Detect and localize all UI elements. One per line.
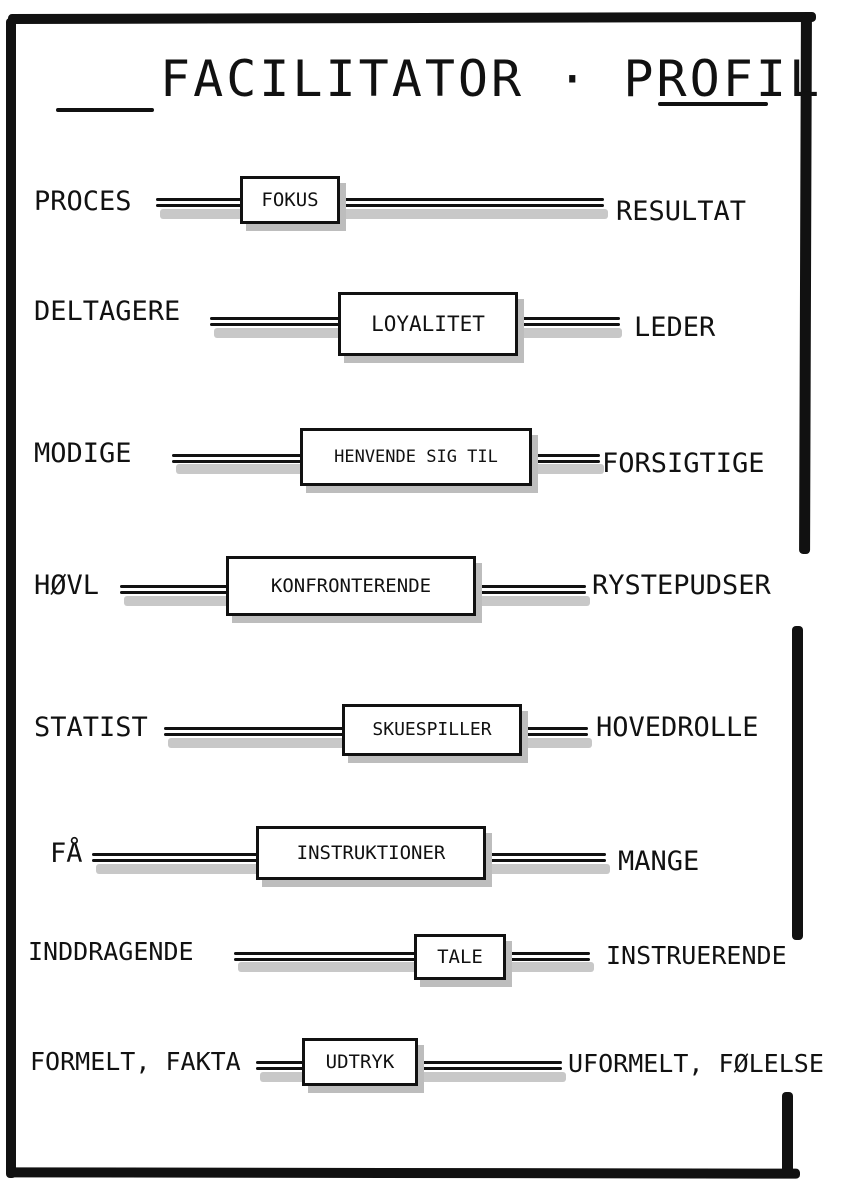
scale-right-pole: UFORMELT, FØLELSE xyxy=(568,1049,824,1078)
frame-right-border-lower xyxy=(782,1092,793,1178)
frame-left-border xyxy=(6,18,16,1178)
scale-marker-box: SKUESPILLER xyxy=(342,704,522,756)
scale-row-role: STATIST SKUESPILLER HOVEDROLLE xyxy=(0,702,842,762)
title-underline-right xyxy=(658,102,768,106)
title-underline-left xyxy=(56,108,154,112)
scale-left-pole: FÅ xyxy=(50,838,83,869)
scale-left-pole: HØVL xyxy=(34,570,100,601)
scale-left-pole: STATIST xyxy=(34,712,148,743)
scale-track-shadow xyxy=(160,209,608,219)
scale-right-pole: RESULTAT xyxy=(616,196,747,227)
title-row: FACILITATOR · PROFIL xyxy=(56,40,823,120)
scale-marker-box: KONFRONTERENDE xyxy=(226,556,476,616)
frame-top-border xyxy=(7,11,817,25)
scale-left-pole: FORMELT, FAKTA xyxy=(30,1047,241,1076)
scale-marker-box: UDTRYK xyxy=(302,1038,418,1086)
scale-track xyxy=(234,952,590,961)
scale-row-speech: INDDRAGENDE TALE INSTRUERENDE xyxy=(0,930,842,990)
scale-right-pole: HOVEDROLLE xyxy=(596,712,759,743)
scale-marker-box: HENVENDE SIG TIL xyxy=(300,428,532,486)
scale-right-pole: LEDER xyxy=(634,312,716,343)
scale-right-pole: RYSTEPUDSER xyxy=(592,570,771,601)
scale-row-approach: MODIGE HENVENDE SIG TIL FORSIGTIGE xyxy=(0,428,842,488)
scale-row-loyalty: DELTAGERE LOYALITET LEDER xyxy=(0,292,842,356)
page-title: FACILITATOR · PROFIL xyxy=(160,50,823,108)
scale-track xyxy=(156,198,604,207)
scale-right-pole: FORSIGTIGE xyxy=(602,448,765,479)
scale-row-expression: FORMELT, FAKTA UDTRYK UFORMELT, FØLELSE xyxy=(0,1038,842,1098)
scale-row-focus: PROCES FOKUS RESULTAT xyxy=(0,176,842,236)
scale-left-pole: PROCES xyxy=(34,186,132,217)
scale-left-pole: MODIGE xyxy=(34,438,132,469)
scale-marker-box: FOKUS xyxy=(240,176,340,224)
scale-row-confrontation: HØVL KONFRONTERENDE RYSTEPUDSER xyxy=(0,556,842,616)
frame-bottom-border xyxy=(7,1167,801,1179)
frame-right-border-middle xyxy=(792,626,803,940)
scale-right-pole: MANGE xyxy=(618,846,700,877)
scale-left-pole: DELTAGERE xyxy=(34,296,181,327)
scale-marker-box: LOYALITET xyxy=(338,292,518,356)
scale-marker-box: INSTRUKTIONER xyxy=(256,826,486,880)
scale-right-pole: INSTRUERENDE xyxy=(606,941,787,970)
scale-row-instructions: FÅ INSTRUKTIONER MANGE xyxy=(0,826,842,886)
scale-marker-box: TALE xyxy=(414,934,506,980)
scale-left-pole: INDDRAGENDE xyxy=(28,937,194,966)
